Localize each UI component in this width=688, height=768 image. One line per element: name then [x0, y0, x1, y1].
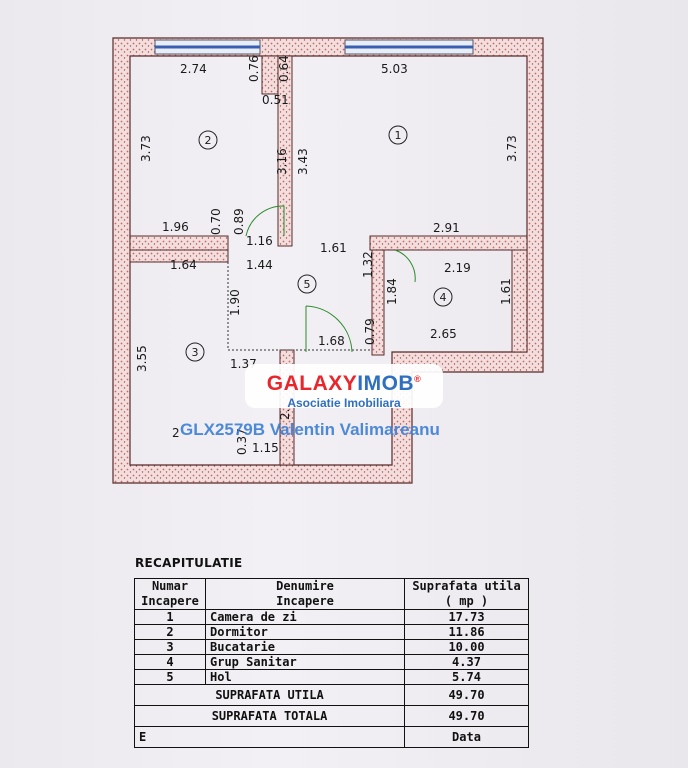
dimension-label: 3.73	[139, 135, 153, 162]
dimension-label: 2.19	[444, 261, 471, 275]
dimension-label: 0.89	[232, 208, 246, 235]
dimension-label: 2.74	[180, 62, 207, 76]
dimension-label: 0.76	[247, 55, 261, 82]
wall-bath-left	[371, 249, 385, 356]
dimension-label: 3.55	[135, 345, 149, 372]
room-marker-5: 5	[297, 274, 317, 294]
dimension-label: 2.91	[433, 221, 460, 235]
dimension-label: 1.61	[499, 278, 513, 305]
svg-text:3: 3	[192, 346, 199, 359]
svg-text:2: 2	[205, 134, 212, 147]
door-room2	[245, 205, 285, 237]
wall-between-1-2	[277, 55, 293, 247]
wall-room2-bottom	[129, 235, 229, 251]
brand-tagline: Asociatie Imobiliara	[287, 396, 401, 410]
dimension-label: 2.65	[430, 327, 457, 341]
brand-logo: GALAXYIMOB® Asociatie Imobiliara	[245, 364, 443, 410]
dimension-label: 3.16	[275, 148, 289, 175]
agent-watermark: GLX2579B Valentin Valimareanu	[180, 420, 440, 439]
wall-shaft	[261, 55, 279, 95]
dimension-labels: 2.74 0.76 0.64 0.51 5.03 3.73 3.16 3.43 …	[135, 55, 519, 455]
dimension-label: 0.70	[209, 208, 223, 235]
dimension-label: 5.03	[381, 62, 408, 76]
room-marker-1: 1	[388, 125, 408, 145]
svg-text:1: 1	[395, 129, 402, 142]
dimension-label: 1.64	[170, 258, 197, 272]
dimension-label: 3.73	[505, 135, 519, 162]
dimension-label: 1.68	[318, 334, 345, 348]
dimension-label: 0.64	[277, 55, 291, 82]
dimension-label: 1.16	[246, 234, 273, 248]
dimension-label: 1.32	[361, 251, 375, 278]
dimension-label: 1.61	[320, 241, 347, 255]
header-room-area: Suprafata utila( mp )	[404, 578, 529, 610]
dimension-label: 1.90	[228, 289, 242, 316]
room-marker-4: 4	[433, 287, 453, 307]
recap-title: RECAPITULATIE	[135, 556, 243, 570]
door-room4	[394, 249, 416, 283]
dimension-label: 0.79	[363, 318, 377, 345]
dimension-label: 2	[172, 426, 180, 440]
dimension-label: 0.37	[235, 428, 249, 455]
dimension-label: 0.51	[262, 93, 289, 107]
door-room3	[305, 305, 353, 353]
dimension-label: 2.	[278, 409, 292, 420]
dimension-label: 1.84	[385, 278, 399, 305]
dimension-label: 1.44	[246, 258, 273, 272]
room-marker-2: 2	[198, 130, 218, 150]
dimension-label: 3.43	[296, 148, 310, 175]
brand-name: GALAXYIMOB®	[266, 372, 422, 395]
room-marker-3: 3	[185, 342, 205, 362]
dimension-label: 1.96	[162, 220, 189, 234]
svg-text:4: 4	[440, 291, 447, 304]
wall-bath-right-ledge	[511, 249, 528, 353]
dimension-label: 1.15	[252, 441, 279, 455]
wall-room1-bottom	[369, 235, 528, 251]
svg-text:5: 5	[304, 278, 311, 291]
